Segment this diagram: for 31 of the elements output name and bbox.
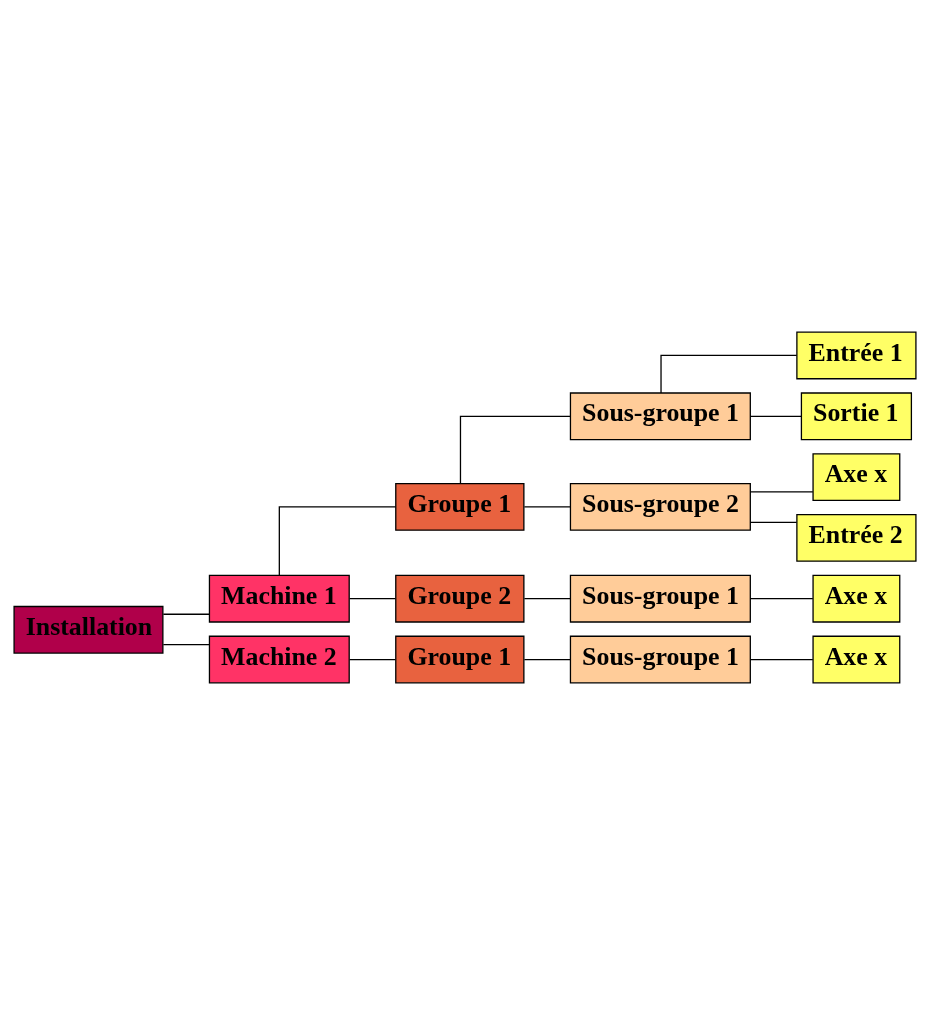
node-box: Axe x: [812, 635, 901, 684]
connector: [523, 506, 571, 508]
node-box: Sous-groupe 1: [569, 392, 751, 441]
node-box: Installation: [13, 605, 164, 654]
connector: [749, 521, 798, 524]
connector: [348, 598, 396, 600]
connector: [749, 491, 814, 493]
connector: [162, 613, 210, 615]
connector: [523, 598, 571, 600]
node-box: Machine 2: [208, 635, 350, 684]
connector: [749, 415, 802, 417]
node-box: Sous-groupe 1: [569, 635, 751, 684]
node-box: Groupe 2: [395, 574, 525, 623]
node-box: Sous-groupe 2: [569, 482, 751, 531]
node-box: Axe x: [812, 574, 901, 623]
connector: [660, 354, 798, 394]
node-box: Sortie 1: [800, 392, 913, 441]
connector: [749, 598, 814, 600]
connector: [459, 415, 571, 485]
connector: [162, 644, 210, 646]
connector: [348, 658, 396, 661]
node-box: Sous-groupe 1: [569, 574, 751, 623]
node-box: Groupe 1: [395, 482, 525, 531]
connector: [749, 658, 814, 661]
node-box: Entrée 1: [796, 331, 917, 380]
node-box: Axe x: [812, 453, 901, 502]
connector: [523, 658, 571, 661]
node-box: Entrée 2: [796, 513, 917, 562]
node-box: Machine 1: [208, 574, 350, 623]
connector: [278, 506, 397, 576]
node-box: Groupe 1: [395, 635, 525, 684]
